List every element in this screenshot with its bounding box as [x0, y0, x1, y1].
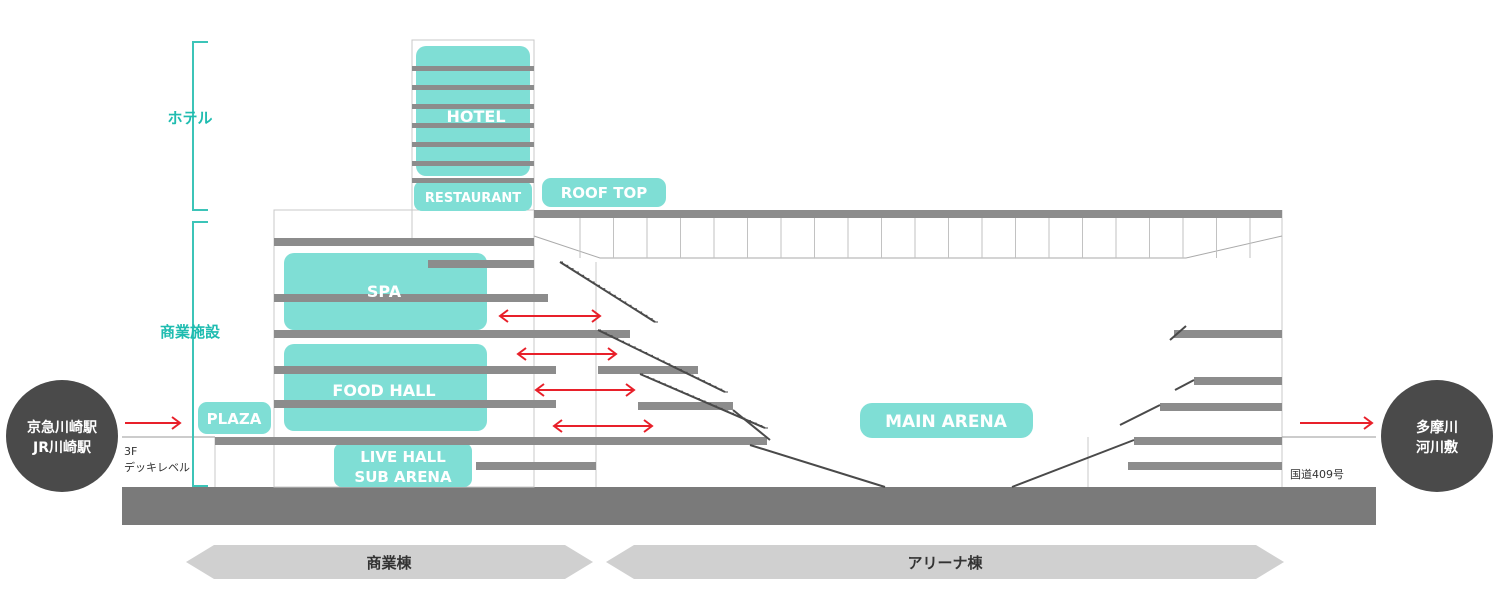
- arena-building-label: アリーナ棟: [907, 554, 983, 572]
- food-hall-label: FOOD HALL: [332, 381, 435, 400]
- spa-label: SPA: [367, 282, 402, 301]
- main-arena-label: MAIN ARENA: [885, 412, 1008, 432]
- commercial-building-label: 商業棟: [366, 554, 412, 572]
- main-arena-zone-box: [860, 403, 1033, 438]
- live-hall-label: LIVE HALL: [360, 448, 446, 466]
- route-409-label: 国道409号: [1290, 467, 1344, 481]
- sub-arena-label: SUB ARENA: [354, 468, 452, 486]
- hotel-label: HOTEL: [446, 107, 505, 126]
- connection-arrow: [534, 383, 636, 397]
- deck-floor-label: 3F: [124, 445, 137, 458]
- left-station-line1: 京急川崎駅: [27, 419, 98, 436]
- roof-truss: [533, 210, 1283, 259]
- hotel-zone-label: ホテル: [167, 109, 212, 127]
- spa-zone-box: [284, 253, 487, 330]
- hotel-zone-bracket: [192, 41, 208, 211]
- roof-top-zone-box: [542, 178, 666, 207]
- plaza-label: PLAZA: [207, 410, 262, 428]
- left-station-circle: 京急川崎駅 JR川崎駅: [6, 380, 118, 492]
- right-station-circle: 多摩川 河川敷: [1381, 380, 1493, 492]
- hotel-floor-slabs: [412, 66, 534, 183]
- arena-rake-steps: [560, 261, 768, 429]
- commercial-zone-label: 商業施設: [160, 323, 221, 341]
- restaurant-zone-box: [414, 181, 532, 211]
- deck-level-label: デッキレベル: [124, 460, 190, 474]
- plaza-zone-box: [198, 402, 271, 434]
- left-station-line2: JR川崎駅: [32, 439, 92, 456]
- connection-arrow: [552, 419, 654, 433]
- arena-right-seating-slabs: [1128, 330, 1282, 470]
- commercial-floor-slabs: [215, 238, 767, 470]
- ground-slab: [122, 487, 1376, 525]
- right-station-line2: 河川敷: [1416, 439, 1459, 456]
- restaurant-label: RESTAURANT: [425, 191, 521, 206]
- arena-building-arrow: アリーナ棟: [606, 545, 1284, 579]
- food-hall-zone-box: [284, 344, 487, 431]
- commercial-zone-bracket: [192, 221, 208, 487]
- connection-arrow: [516, 347, 618, 361]
- exit-arrow: [1300, 416, 1374, 430]
- connection-arrows: [498, 309, 654, 433]
- connection-arrow: [498, 309, 602, 323]
- live-hall-zone-box: [334, 443, 472, 487]
- commercial-building-arrow: 商業棟: [186, 545, 593, 579]
- arena-seating-rakes: [559, 261, 1195, 488]
- entry-arrow: [125, 416, 182, 430]
- arena-left-seating-slabs: [638, 366, 733, 410]
- roof-top-label: ROOF TOP: [561, 184, 648, 202]
- right-station-line1: 多摩川: [1416, 419, 1458, 436]
